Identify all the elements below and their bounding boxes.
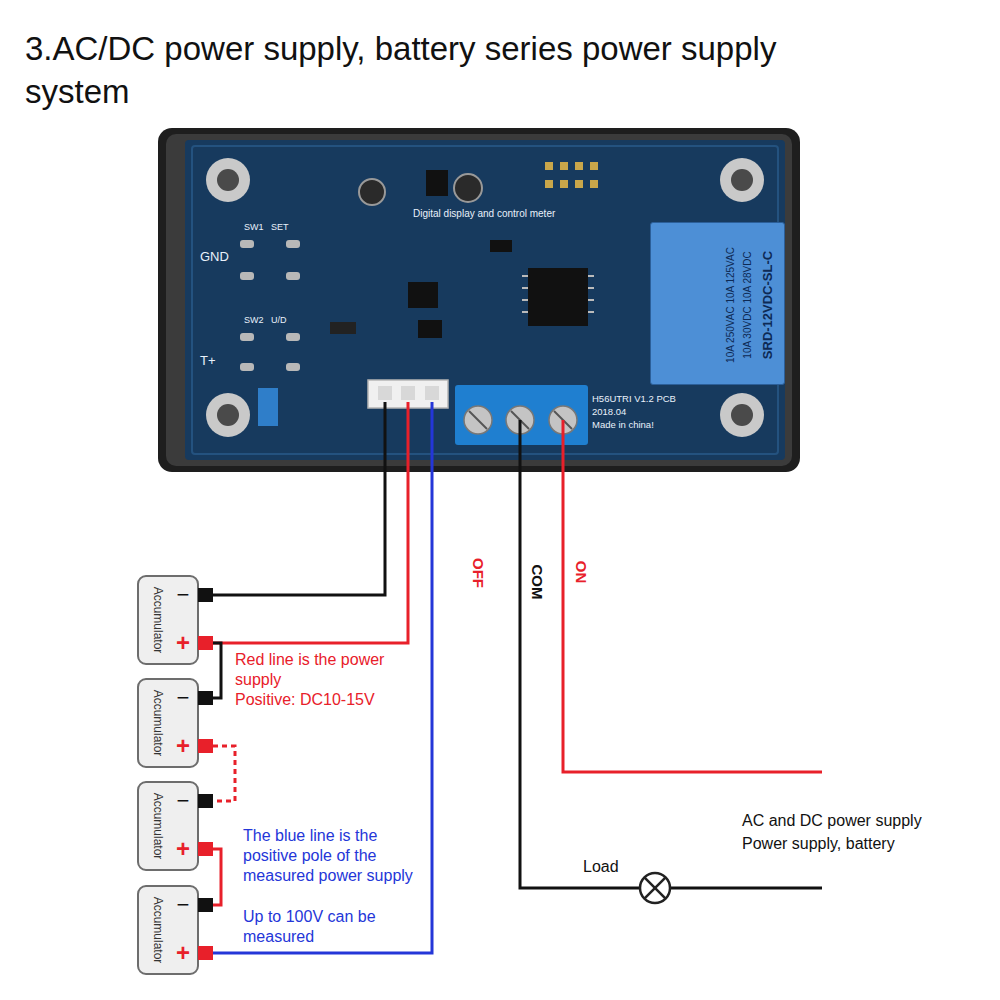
pin-name: GND	[200, 250, 229, 265]
positive-terminal	[198, 946, 213, 960]
battery-outline	[137, 575, 213, 665]
terminal-name: ON	[572, 561, 589, 584]
battery-outline	[137, 885, 213, 975]
terminal-name: COM	[528, 565, 545, 600]
switch-name: SW1	[244, 222, 264, 232]
pin-name: T+	[200, 354, 216, 369]
plus-sign: +	[176, 939, 190, 967]
switch-name: SET	[271, 222, 289, 232]
minus-sign: −	[177, 582, 190, 607]
battery-body	[138, 679, 198, 767]
supply-label: AC and DC power supply	[742, 812, 922, 830]
positive-terminal	[198, 636, 213, 650]
negative-terminal	[198, 794, 213, 808]
plus-sign: +	[176, 835, 190, 863]
minus-sign: −	[177, 685, 190, 710]
battery: Accumulator− +	[137, 885, 213, 975]
note: Positive: DC10-15V	[235, 690, 375, 710]
battery: Accumulator− +	[137, 781, 213, 871]
series-link	[213, 643, 221, 698]
plus-sign: +	[176, 732, 190, 760]
meter-module: Digital display and control meterGND T+ SW…	[158, 128, 800, 472]
note: Up to 100V can be measured	[243, 907, 415, 947]
supply-wire	[213, 472, 408, 643]
note: The blue line is the positive pole of th…	[243, 826, 415, 886]
board-marking: Digital display and control meter	[413, 208, 555, 220]
battery: Accumulator− +	[137, 678, 213, 768]
positive-terminal	[198, 842, 213, 856]
negative-wire	[213, 472, 385, 595]
note: Red line is the power supply	[235, 650, 415, 690]
relay-rating: 10A 30VDC 10A 28VDC	[742, 251, 754, 358]
terminal-name: OFF	[469, 558, 486, 588]
minus-sign: −	[177, 892, 190, 917]
battery-outline	[137, 781, 213, 871]
negative-terminal	[198, 588, 213, 602]
relay-rating: 10A 250VAC 10A 125VAC	[725, 247, 737, 363]
plus-sign: +	[176, 629, 190, 657]
measure-wire	[213, 472, 432, 953]
relay-output-wires	[520, 420, 822, 888]
battery-outline	[137, 678, 213, 768]
battery-body	[138, 886, 198, 974]
load-label: Load	[583, 858, 619, 876]
wire-stubs	[385, 402, 432, 472]
board-marking: Made in china!	[592, 420, 654, 431]
battery: Accumulator− +	[137, 575, 213, 665]
positive-terminal	[198, 739, 213, 753]
board-marking: H56UTRI V1.2 PCB	[592, 394, 676, 405]
title: 3.AC/DC power supply, battery series pow…	[25, 28, 795, 114]
battery-name: Accumulator	[150, 897, 164, 964]
negative-terminal	[198, 691, 213, 705]
battery-name: Accumulator	[150, 793, 164, 860]
battery-name: Accumulator	[150, 690, 164, 757]
minus-sign: −	[177, 788, 190, 813]
lamp-symbol	[640, 873, 670, 903]
battery-body	[138, 576, 198, 664]
supply-label: Power supply, battery	[742, 835, 895, 853]
series-link	[213, 849, 221, 905]
battery-body	[138, 782, 198, 870]
switch-name: U/D	[271, 315, 287, 325]
battery-name: Accumulator	[150, 587, 164, 654]
negative-terminal	[198, 898, 213, 912]
relay-box: 10A 250VAC 10A 125VAC 10A 30VDC 10A 28VDC…	[650, 222, 785, 385]
series-link	[213, 746, 235, 801]
meter-module	[158, 128, 800, 472]
switch-name: SW2	[244, 315, 264, 325]
board-marking: 2018.04	[592, 407, 626, 418]
relay-model: SRD-12VDC-SL-C	[761, 251, 776, 359]
